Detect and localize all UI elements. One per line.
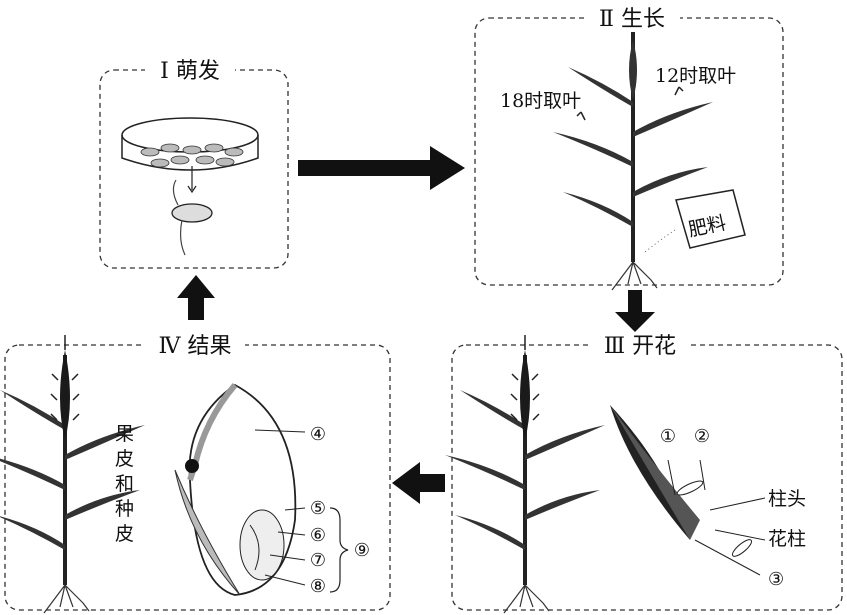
pericarp-label: 果 皮 和 种 皮	[115, 423, 134, 545]
label-num-7: ⑦	[310, 550, 326, 571]
stage-flowering-panel: Ⅲ 开花 ① ② 柱头 花柱 ③	[443, 330, 843, 615]
stage-title: Ⅰ 萌发	[160, 59, 220, 84]
svg-text:皮: 皮	[115, 448, 134, 470]
label-num-5: ⑤	[310, 498, 326, 519]
dashed-border	[474, 17, 784, 286]
stage-germination-panel: Ⅰ 萌发	[99, 56, 289, 269]
stage-title: Ⅱ 生长	[599, 7, 665, 32]
arrow-down-icon	[615, 290, 655, 332]
label-18h-sampling: 18时取叶	[500, 90, 581, 112]
label-stigma: 柱头	[768, 488, 806, 510]
fertilizer-bag-icon: 肥料	[644, 189, 746, 253]
stage-fruiting-panel: Ⅳ 结果 果 皮 和 种 皮 ④ ⑤ ⑥ ⑦ ⑧ ⑨	[0, 330, 391, 615]
label-num-6: ⑥	[310, 525, 326, 546]
stage-title: Ⅳ 结果	[159, 334, 232, 359]
label-num-1: ①	[660, 426, 676, 447]
label-num-8: ⑧	[310, 576, 326, 597]
svg-text:皮: 皮	[115, 523, 134, 545]
arrow-left-icon	[392, 462, 445, 504]
arrow-up-icon	[177, 275, 215, 320]
dashed-border	[99, 69, 289, 269]
label-num-4: ④	[310, 424, 326, 445]
petri-dish-illustration	[121, 117, 259, 256]
label-num-2: ②	[694, 426, 710, 447]
stage-growth-panel: Ⅱ 生长 18时取叶 12时取叶 肥料	[474, 4, 784, 292]
svg-text:种: 种	[115, 498, 134, 520]
stage-title: Ⅲ 开花	[604, 334, 676, 359]
label-style: 花柱	[768, 528, 806, 550]
svg-text:和: 和	[115, 473, 134, 495]
label-num-3: ③	[768, 569, 784, 590]
label-12h-sampling: 12时取叶	[655, 65, 736, 87]
dashed-border	[4, 344, 391, 611]
svg-text:果: 果	[115, 423, 134, 445]
flower-illustration	[610, 405, 766, 576]
label-num-9: ⑨	[354, 540, 370, 561]
grain-section-illustration	[174, 383, 349, 596]
arrow-right-icon	[298, 146, 465, 190]
sampling-arrow-icon	[576, 86, 684, 121]
